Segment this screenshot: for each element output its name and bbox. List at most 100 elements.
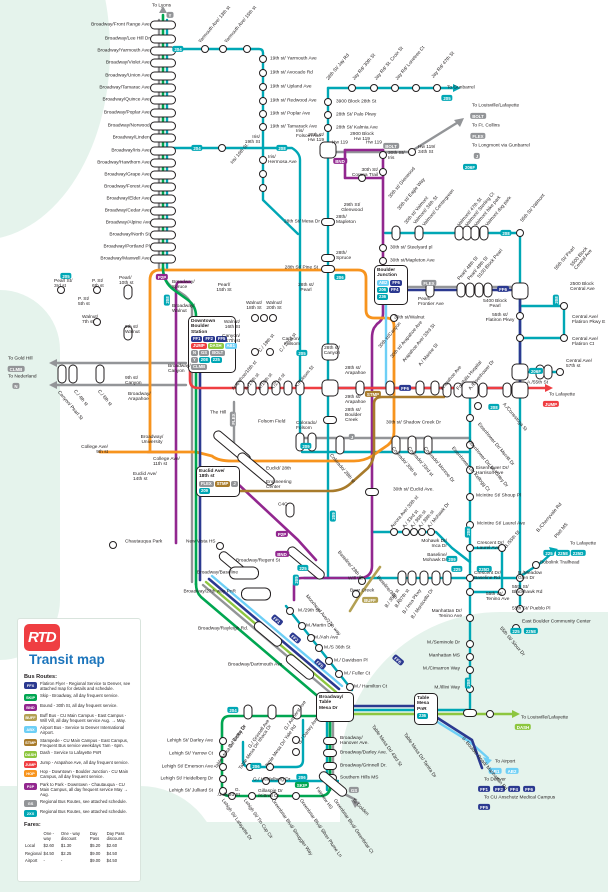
- fares-cell: -: [60, 858, 63, 864]
- station-marker: [285, 502, 295, 518]
- route-badge: 204: [227, 706, 239, 714]
- route-badge: 225: [510, 627, 522, 635]
- station-marker: [466, 544, 474, 552]
- route-badge: FF5: [478, 803, 490, 811]
- route-badge: 208: [552, 294, 560, 306]
- station-marker: [321, 265, 335, 273]
- route-badge: 208: [500, 229, 512, 237]
- station-marker: [201, 45, 209, 53]
- legend-route-badge: GS: [24, 800, 37, 808]
- station-marker: [486, 710, 494, 718]
- station-marker: [379, 168, 387, 176]
- station-box-title: Downtown Boulder Station: [191, 319, 216, 335]
- station-marker: [150, 194, 176, 204]
- station-marker: [241, 587, 271, 601]
- station-marker: [323, 416, 337, 424]
- station-marker: [466, 414, 474, 422]
- route-badge: 225E: [523, 627, 539, 635]
- legend-route-badge: BND: [24, 704, 37, 712]
- station-marker: [150, 254, 176, 264]
- station-marker: [307, 634, 315, 642]
- station-marker: [150, 34, 176, 44]
- station-marker: [218, 144, 226, 152]
- route-badge: 204: [172, 45, 184, 53]
- route-badge: BOLT: [383, 142, 399, 150]
- station-marker: [123, 284, 133, 300]
- route-badge: FLEX: [199, 480, 214, 487]
- station-marker: [262, 777, 270, 785]
- legend-route-text: Bound - 30th St, all day frequent servic…: [40, 703, 118, 709]
- fares-cell: Airport: [25, 858, 38, 864]
- map-title: Transit map: [29, 652, 105, 668]
- route-badge: GS: [199, 349, 210, 356]
- station-marker: [150, 206, 176, 216]
- station-box: Broadway/ Table Mesa Dr: [316, 692, 354, 722]
- route-badge: BND: [275, 550, 289, 558]
- route-badge: Y: [166, 11, 174, 19]
- route-badge: STMP: [364, 390, 382, 398]
- station-marker: [292, 704, 302, 720]
- legend-route-badge: FFX: [24, 682, 37, 689]
- station-marker: [516, 312, 524, 320]
- station-marker: [150, 108, 176, 118]
- station-marker: [259, 123, 267, 131]
- route-badge: 208: [464, 526, 472, 538]
- station-marker: [442, 382, 452, 398]
- route-badge: FF4: [508, 785, 520, 793]
- station-marker: [219, 775, 227, 783]
- station-marker: [511, 282, 529, 300]
- station-marker: [379, 257, 387, 265]
- station-marker: [259, 156, 267, 164]
- station-marker: [427, 528, 435, 536]
- station-marker: [516, 334, 524, 342]
- station-marker: [319, 141, 337, 159]
- route-badge: N: [12, 382, 20, 390]
- station-marker: [466, 574, 474, 582]
- route-badge: 208: [488, 403, 500, 411]
- fares-cell: $9.00: [89, 858, 101, 864]
- route-badge: FF6: [399, 384, 411, 392]
- fares-cell: Local: [25, 843, 36, 849]
- station-marker: [498, 544, 506, 552]
- station-marker: [150, 133, 176, 143]
- fares-cell: $1.30: [60, 843, 72, 849]
- station-marker: [516, 605, 524, 613]
- route-badge: N: [191, 349, 199, 356]
- station-marker: [397, 570, 407, 586]
- legend-route-badge: ABX: [24, 726, 37, 734]
- legend-route-badge: JUMP: [24, 760, 37, 768]
- station-marker: [219, 787, 227, 795]
- route-badge: 236: [377, 293, 388, 300]
- route-badge: 206: [377, 286, 388, 293]
- legend-route-text: Airport Bus - Service to Denver Internat…: [40, 725, 125, 736]
- station-marker: [247, 380, 257, 396]
- station-marker: [150, 182, 176, 192]
- route-badge: FF2: [493, 785, 505, 793]
- station-marker: [390, 314, 398, 322]
- station-marker: [324, 98, 332, 106]
- fares-cell: $4.50: [106, 850, 118, 856]
- station-marker: [543, 364, 553, 380]
- route-badge: BOLT: [470, 112, 486, 120]
- route-badge: BUFF: [362, 596, 378, 604]
- station-marker: [150, 121, 176, 131]
- station-marker: [251, 348, 259, 356]
- station-box-title: Broadway/ Table Mesa Dr: [319, 695, 344, 711]
- station-marker: [150, 20, 176, 30]
- route-badge: JUMP: [542, 400, 560, 408]
- station-marker: [498, 588, 506, 596]
- fares-heading: Fares:: [24, 821, 41, 828]
- fares-cell: $4.50: [43, 850, 55, 856]
- fares-cell: $9.00: [89, 850, 101, 856]
- station-marker: [466, 466, 474, 474]
- station-marker: [418, 528, 426, 536]
- station-marker: [266, 763, 274, 771]
- route-badge: FLEX: [229, 411, 237, 427]
